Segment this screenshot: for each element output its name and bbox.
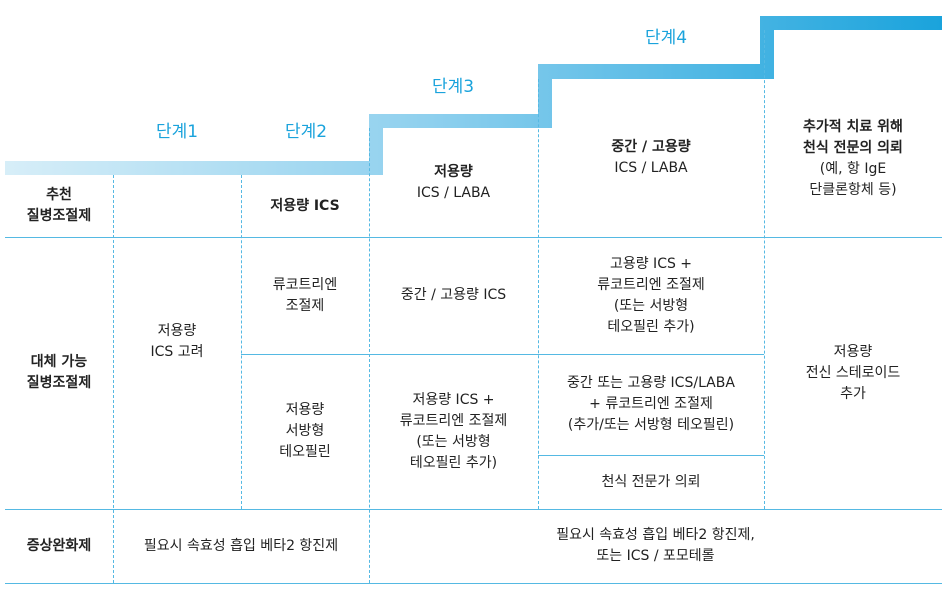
grid-line [538, 79, 539, 509]
alternative-label: 대체 가능 질병조절제 [26, 354, 92, 391]
step5-recommended-cell: 추가적 치료 위해 천식 전문의 의뢰 (예, 항 IgE 단클론항체 등) [803, 118, 903, 198]
step4-alternative-cell-3: 천식 전문가 의뢰 [601, 473, 701, 490]
grid-line [113, 175, 114, 583]
step2-recommended-cell: 저용량 ICS [270, 197, 340, 214]
grid-line [241, 175, 242, 509]
relief-step3-5-cell: 필요시 속효성 흡입 베타2 항진제, 또는 ICS / 포모테롤 [556, 527, 755, 564]
grid-line [241, 354, 764, 355]
relief-step1-2-cell: 필요시 속효성 흡입 베타2 항진제 [143, 537, 339, 554]
step-label-4: 단계4 [644, 28, 688, 48]
row-header-relief: 증상완화제 [5, 509, 113, 583]
step2-alternative-cell-1: 류코트리엔 조절제 [272, 276, 338, 314]
step-label-3: 단계3 [431, 77, 475, 97]
grid-line [5, 583, 942, 584]
grid-line [5, 509, 942, 510]
grid-line [764, 30, 765, 509]
grid-line [538, 455, 764, 456]
step4-alternative-cell-2: 중간 또는 고용량 ICS/LABA + 류코트리엔 조절제 (추가/또는 서방… [567, 375, 735, 433]
step3-alternative-cell-1: 중간 / 고용량 ICS [400, 287, 507, 303]
row-header-recommended: 추천 질병조절제 [5, 175, 113, 237]
recommended-label: 추천 질병조절제 [26, 187, 92, 224]
step4-alternative-cell-1: 고용량 ICS + 류코트리엔 조절제 (또는 서방형 테오필린 추가) [597, 255, 705, 335]
row-header-alternative: 대체 가능 질병조절제 [5, 237, 113, 509]
step4-recommended-cell: 중간 / 고용량 ICS / LABA [611, 139, 691, 176]
step2-alternative-cell-2: 저용량 서방형 테오필린 [279, 402, 331, 460]
grid-line [369, 128, 370, 583]
step1-alternative-cell: 저용량 ICS 고려 [150, 323, 204, 360]
grid-line [5, 237, 942, 238]
step3-recommended-cell: 저용량 ICS / LABA [416, 163, 491, 201]
step3-alternative-cell-2: 저용량 ICS + 류코트리엔 조절제 (또는 서방형 테오필린 추가) [399, 391, 508, 471]
relief-label: 증상완화제 [26, 537, 92, 554]
step-label-1: 단계1 [155, 122, 199, 142]
step-label-2: 단계2 [284, 122, 328, 142]
step5-alternative-cell: 저용량 전신 스테로이드 추가 [805, 343, 901, 402]
